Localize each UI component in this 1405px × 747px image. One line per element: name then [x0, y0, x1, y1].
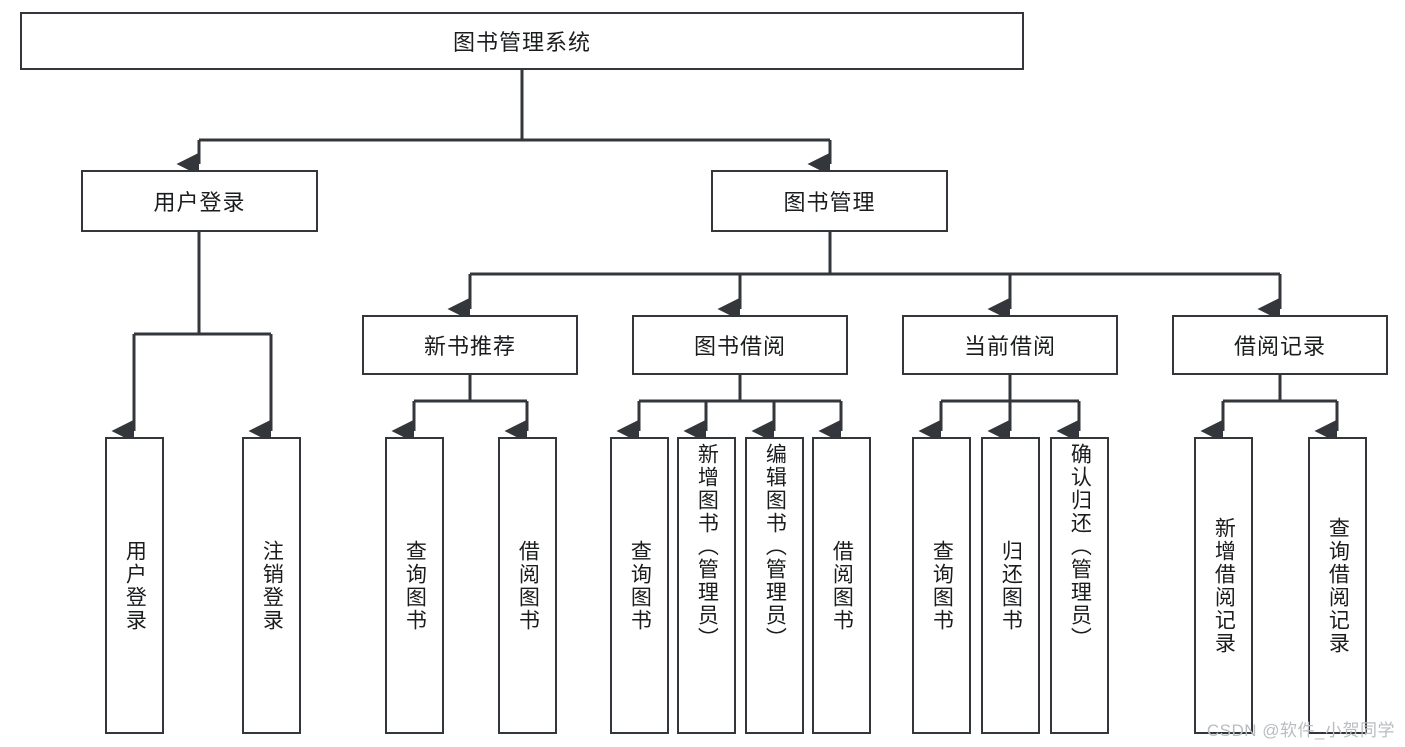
node-user-login[interactable]: 用户登录: [81, 170, 318, 232]
node-new-book-recommend-label: 新书推荐: [423, 334, 516, 359]
leaf-borrow-book-2[interactable]: 借阅图书: [812, 437, 871, 734]
node-book-borrow[interactable]: 图书借阅: [632, 315, 848, 375]
leaf-query-book-1[interactable]: 查询图书: [385, 437, 444, 734]
watermark: CSDN @软件_小贺同学: [1206, 721, 1395, 740]
leaf-edit-book-label: 编辑图书（管理员）: [763, 443, 787, 650]
leaf-user-login-label: 用户登录: [123, 539, 147, 632]
node-root-label: 图书管理系统: [452, 30, 591, 55]
leaf-query-record[interactable]: 查询借阅记录: [1308, 437, 1367, 734]
leaf-query-book-1-label: 查询图书: [403, 539, 427, 632]
leaf-query-book-2-label: 查询图书: [628, 539, 652, 632]
leaf-return-book[interactable]: 归还图书: [981, 437, 1040, 734]
leaf-add-book-label: 新增图书（管理员）: [695, 443, 719, 650]
node-borrow-record[interactable]: 借阅记录: [1172, 315, 1388, 375]
leaf-query-book-3-label: 查询图书: [930, 539, 954, 632]
leaf-return-book-label: 归还图书: [999, 539, 1023, 632]
leaf-confirm-return[interactable]: 确认归还（管理员）: [1050, 437, 1109, 734]
node-root[interactable]: 图书管理系统: [20, 12, 1024, 70]
leaf-user-login[interactable]: 用户登录: [105, 437, 164, 734]
leaf-borrow-book-1-label: 借阅图书: [516, 539, 540, 632]
leaf-user-logout-label: 注销登录: [260, 539, 284, 632]
leaf-confirm-return-label: 确认归还（管理员）: [1068, 443, 1092, 650]
leaf-borrow-book-1[interactable]: 借阅图书: [498, 437, 557, 734]
leaf-borrow-book-2-label: 借阅图书: [830, 539, 854, 632]
node-borrow-record-label: 借阅记录: [1233, 334, 1326, 359]
node-current-borrow[interactable]: 当前借阅: [902, 315, 1118, 375]
node-book-borrow-label: 图书借阅: [693, 334, 786, 359]
leaf-add-record-label: 新增借阅记录: [1212, 516, 1236, 655]
leaf-query-book-3[interactable]: 查询图书: [912, 437, 971, 734]
leaf-add-record[interactable]: 新增借阅记录: [1194, 437, 1253, 734]
node-book-management[interactable]: 图书管理: [711, 170, 948, 232]
leaf-add-book[interactable]: 新增图书（管理员）: [677, 437, 736, 734]
node-user-login-label: 用户登录: [153, 190, 246, 215]
leaf-query-book-2[interactable]: 查询图书: [610, 437, 669, 734]
node-current-borrow-label: 当前借阅: [963, 334, 1056, 359]
leaf-edit-book[interactable]: 编辑图书（管理员）: [745, 437, 804, 734]
leaf-user-logout[interactable]: 注销登录: [242, 437, 301, 734]
node-new-book-recommend[interactable]: 新书推荐: [362, 315, 578, 375]
node-book-management-label: 图书管理: [783, 190, 876, 215]
leaf-query-record-label: 查询借阅记录: [1326, 516, 1350, 655]
